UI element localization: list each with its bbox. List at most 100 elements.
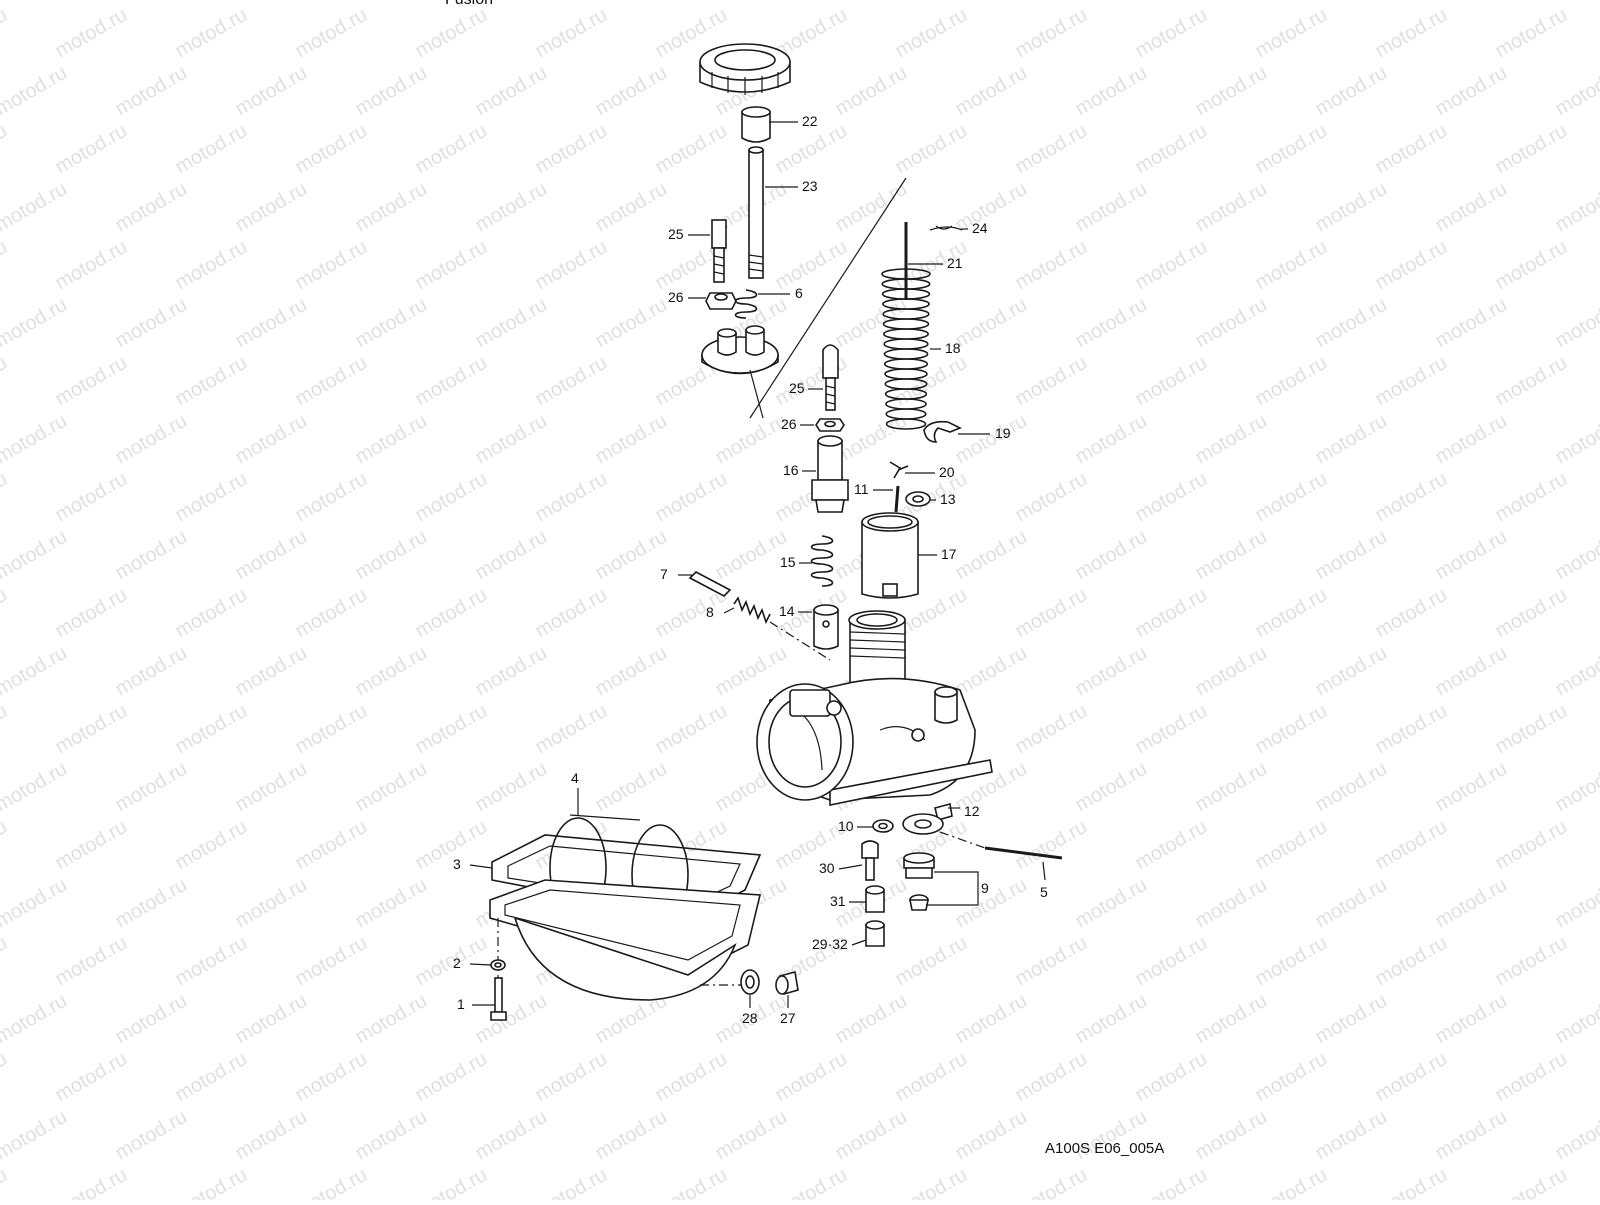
watermark-208: motod.ru [1012, 468, 1091, 527]
watermark-167: motod.ru [412, 352, 491, 411]
watermark-254: motod.ru [0, 642, 71, 701]
callout-11-13: 11 [854, 481, 869, 497]
watermark-310: motod.ru [292, 816, 371, 875]
watermark-290: motod.ru [0, 758, 71, 817]
part-16 [812, 436, 848, 512]
watermark-41: motod.ru [352, 0, 431, 4]
watermark-237: motod.ru [172, 584, 251, 643]
watermark-191: motod.ru [1072, 410, 1151, 469]
watermark-311: motod.ru [412, 816, 491, 875]
watermark-427: motod.ru [1372, 1164, 1451, 1200]
watermark-226: motod.ru [952, 526, 1031, 585]
watermark-104: motod.ru [1492, 120, 1571, 179]
part-2 [491, 960, 505, 970]
watermark-174: motod.ru [1252, 352, 1331, 411]
watermark-389: motod.ru [1132, 1048, 1211, 1107]
watermark-112: motod.ru [232, 178, 311, 237]
watermark-83: motod.ru [1072, 62, 1151, 121]
part-22 [742, 107, 770, 142]
watermark-192: motod.ru [1192, 410, 1271, 469]
watermark-271: motod.ru [0, 700, 11, 759]
watermark-57: motod.ru [172, 4, 251, 63]
watermark-392: motod.ru [1492, 1048, 1571, 1107]
callout-30-31: 30 [819, 860, 835, 876]
part-30 [862, 841, 878, 880]
watermark-409: motod.ru [1312, 1106, 1391, 1165]
part-19 [924, 422, 960, 442]
watermark-136: motod.ru [1012, 236, 1091, 295]
watermark-370: motod.ru [952, 990, 1031, 1049]
watermark-227: motod.ru [1072, 526, 1151, 585]
callout-13-14: 13 [940, 491, 956, 507]
watermark-156: motod.ru [1192, 294, 1271, 353]
watermark-267: motod.ru [1552, 642, 1600, 701]
watermark-301: motod.ru [1312, 758, 1391, 817]
watermark-329: motod.ru [352, 874, 431, 933]
watermark-309: motod.ru [172, 816, 251, 875]
leader-line-30 [852, 940, 866, 945]
watermark-220: motod.ru [232, 526, 311, 585]
callout-14-19: 14 [779, 603, 795, 619]
watermark-157: motod.ru [1312, 294, 1391, 353]
watermark-44: motod.ru [712, 0, 791, 4]
callout-10-21: 10 [838, 818, 854, 834]
part-13 [906, 492, 930, 506]
watermark-101: motod.ru [1132, 120, 1211, 179]
watermark-158: motod.ru [1432, 294, 1511, 353]
watermark-247: motod.ru [1372, 584, 1451, 643]
watermark-426: motod.ru [1252, 1164, 1331, 1200]
watermark-205: motod.ru [652, 468, 731, 527]
watermark-380: motod.ru [52, 1048, 131, 1107]
watermark-223: motod.ru [592, 526, 671, 585]
watermark-415: motod.ru [0, 1164, 11, 1200]
part-26-lower [816, 419, 844, 431]
leader-line-22 [926, 872, 978, 905]
callout-18-7: 18 [945, 340, 961, 356]
watermark-424: motod.ru [1012, 1164, 1091, 1200]
watermark-176: motod.ru [1492, 352, 1571, 411]
watermark-46: motod.ru [952, 0, 1031, 4]
watermark-75: motod.ru [112, 62, 191, 121]
watermark-354: motod.ru [1252, 932, 1331, 991]
watermark-281: motod.ru [1132, 700, 1211, 759]
watermark-130: motod.ru [292, 236, 371, 295]
watermark-277: motod.ru [652, 700, 731, 759]
watermark-138: motod.ru [1252, 236, 1331, 295]
watermark-264: motod.ru [1192, 642, 1271, 701]
watermark-128: motod.ru [52, 236, 131, 295]
watermark-94: motod.ru [292, 120, 371, 179]
watermark-115: motod.ru [592, 178, 671, 237]
callout-28-28: 28 [742, 1010, 758, 1026]
callout-26-5: 26 [668, 289, 684, 305]
callout-1-27: 1 [457, 996, 465, 1012]
watermark-280: motod.ru [1012, 700, 1091, 759]
watermark-255: motod.ru [112, 642, 191, 701]
watermark-373: motod.ru [1312, 990, 1391, 1049]
watermark-428: motod.ru [1492, 1164, 1571, 1200]
watermark-218: motod.ru [0, 526, 71, 585]
watermark-118: motod.ru [952, 178, 1031, 237]
watermark-344: motod.ru [52, 932, 131, 991]
callout-15-16: 15 [780, 554, 796, 570]
float-bowl [490, 880, 760, 1000]
watermark-353: motod.ru [1132, 932, 1211, 991]
watermark-265: motod.ru [1312, 642, 1391, 701]
watermark-419: motod.ru [412, 1164, 491, 1200]
watermark-127: motod.ru [0, 236, 11, 295]
watermark-293: motod.ru [352, 758, 431, 817]
watermark-64: motod.ru [1012, 4, 1091, 63]
watermark-262: motod.ru [952, 642, 1031, 701]
callout-12-20: 12 [964, 803, 980, 819]
callout-17-15: 17 [941, 546, 957, 562]
watermark-244: motod.ru [1012, 584, 1091, 643]
callout-8-18: 8 [706, 604, 714, 620]
watermark-400: motod.ru [232, 1106, 311, 1165]
watermark-258: motod.ru [472, 642, 551, 701]
watermark-421: motod.ru [652, 1164, 731, 1200]
watermark-155: motod.ru [1072, 294, 1151, 353]
watermark-120: motod.ru [1192, 178, 1271, 237]
watermark-326: motod.ru [0, 874, 71, 933]
leader-line-26 [470, 964, 491, 965]
part-20 [890, 462, 908, 478]
